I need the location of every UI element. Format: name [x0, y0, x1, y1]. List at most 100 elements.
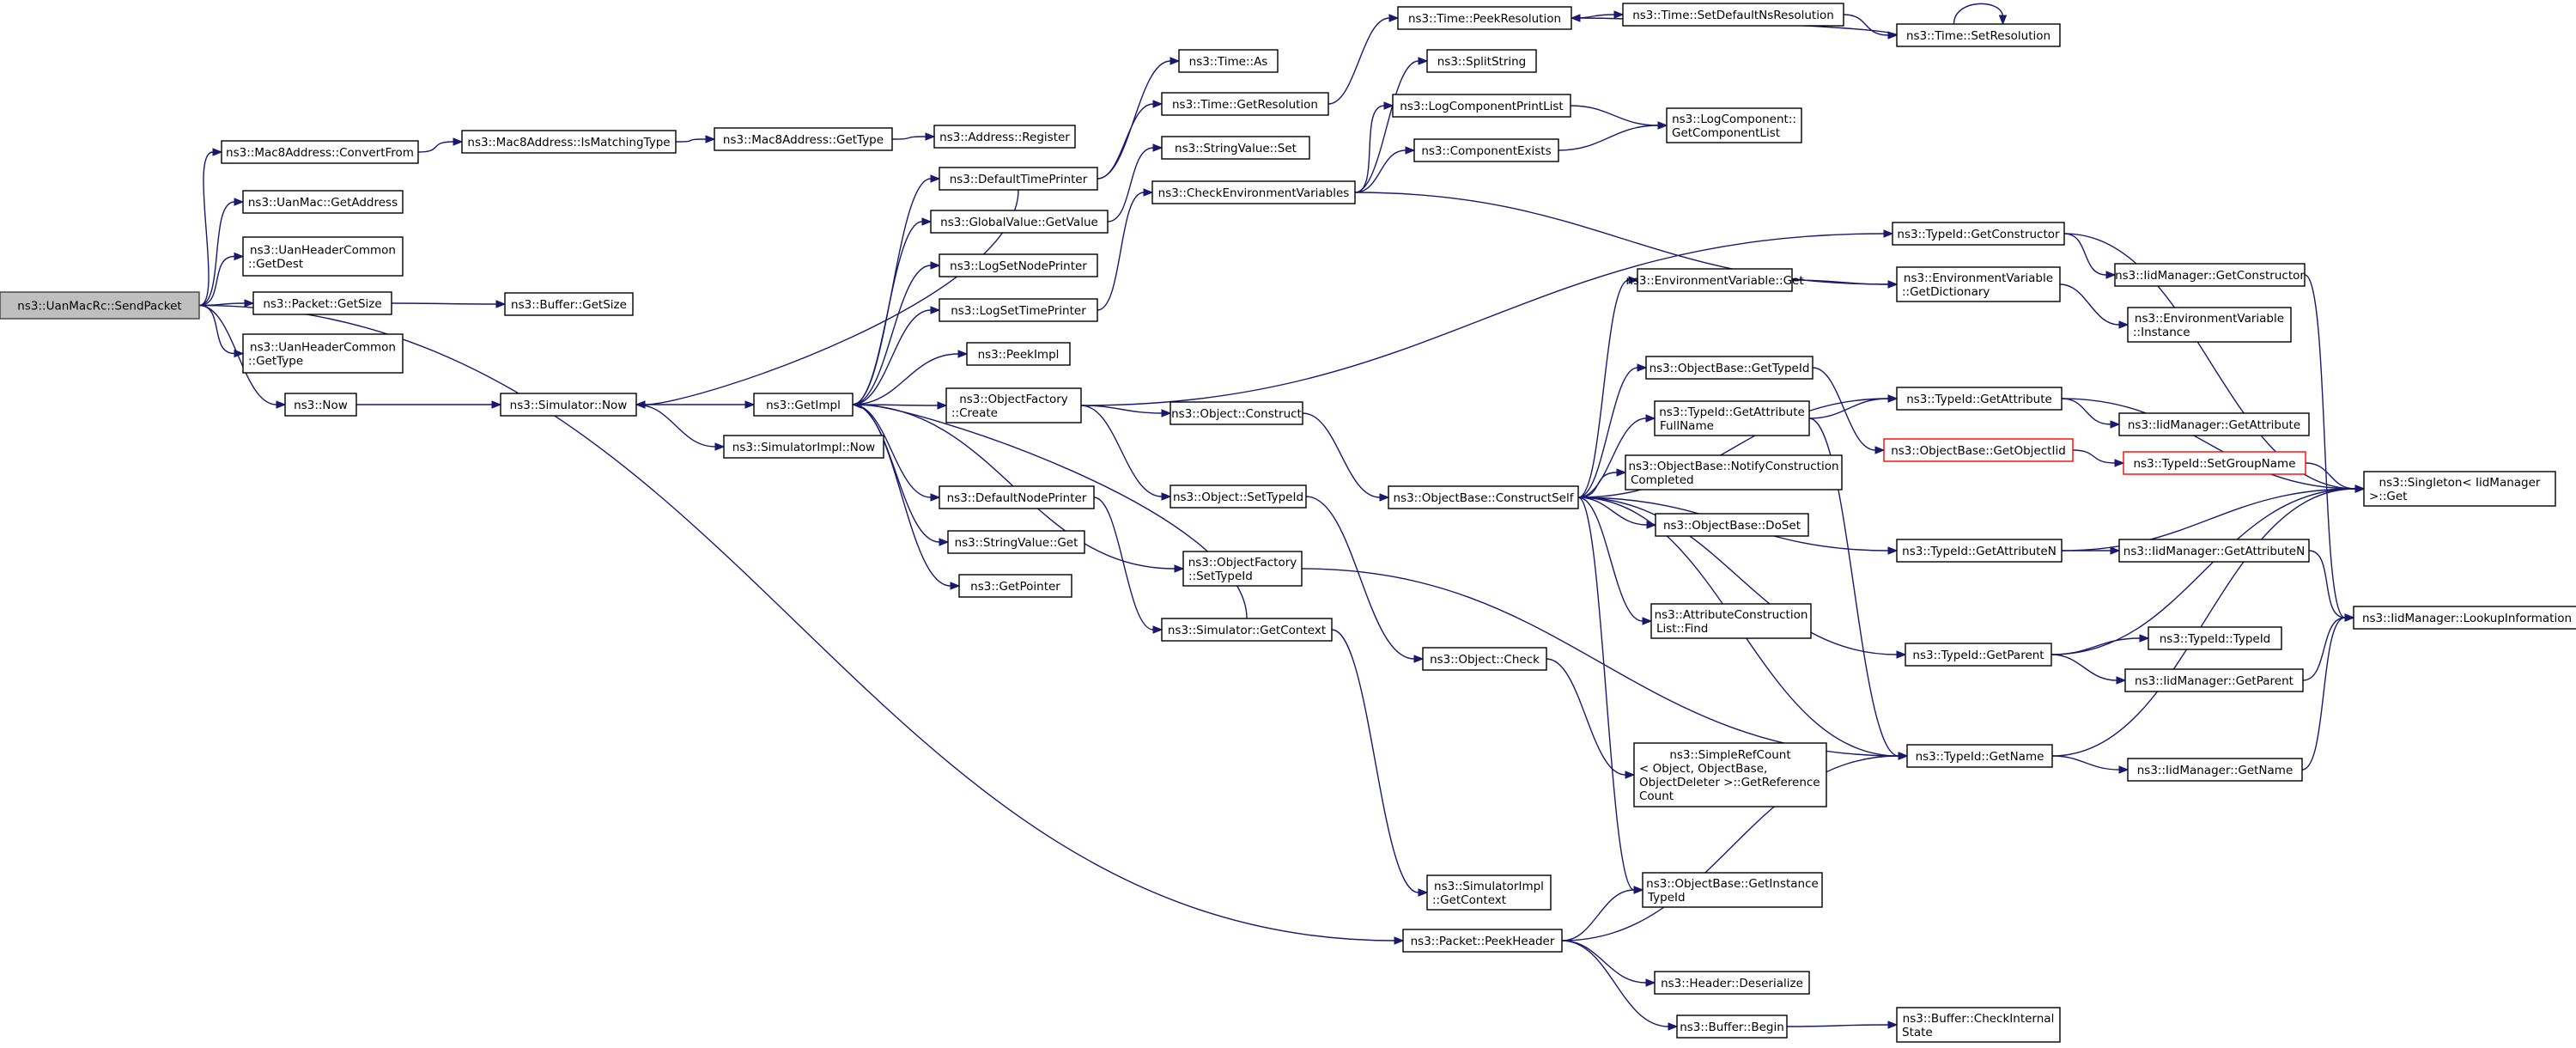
edge-arrowhead: [234, 198, 245, 206]
edge-line: [675, 138, 707, 143]
function-node[interactable]: ns3::Object::Construct: [1170, 401, 1303, 425]
function-node[interactable]: ns3::TypeId::GetName: [1906, 744, 2053, 768]
function-node[interactable]: ns3::Packet::GetSize: [252, 291, 392, 315]
function-node[interactable]: ns3::ObjectBase::DoSet: [1655, 513, 1809, 537]
function-node[interactable]: ns3::ObjectBase::GetTypeId: [1645, 356, 1814, 380]
function-node[interactable]: ns3::EnvironmentVariable::Instance: [2127, 307, 2292, 343]
function-node[interactable]: ns3::LogSetNodePrinter: [939, 253, 1098, 277]
function-node[interactable]: ns3::Time::SetDefaultNsResolution: [1622, 3, 1844, 27]
function-node[interactable]: ns3::IidManager::GetConstructor: [2114, 263, 2306, 287]
edge-arrowhead: [744, 400, 756, 409]
call-edge: [2051, 755, 2129, 774]
node-label: ns3::LogSetNodePrinter: [950, 259, 1087, 273]
function-node[interactable]: ns3::ObjectFactory::Create: [945, 387, 1082, 423]
function-node[interactable]: ns3::Mac8Address::ConvertFrom: [221, 140, 419, 164]
node-label: ns3::IidManager::GetAttributeN: [2123, 545, 2305, 558]
function-node[interactable]: ns3::TypeId::TypeId: [2148, 626, 2282, 650]
function-node[interactable]: ns3::TypeId::GetParent: [1905, 643, 2052, 667]
function-node[interactable]: ns3::Buffer::Begin: [1676, 1014, 1788, 1039]
node-box: [1637, 268, 1793, 292]
function-node[interactable]: ns3::ObjectFactory::SetTypeId: [1182, 551, 1303, 587]
function-node[interactable]: ns3::Simulator::Now: [500, 393, 637, 417]
call-edge: [1354, 101, 1394, 193]
function-node[interactable]: ns3::Time::GetResolution: [1161, 92, 1329, 116]
function-node[interactable]: ns3::Buffer::GetSize: [504, 292, 634, 316]
function-node[interactable]: ns3::CheckEnvironmentVariables: [1151, 180, 1356, 204]
function-node[interactable]: ns3::EnvironmentVariable::GetDictionary: [1896, 266, 2061, 302]
function-node[interactable]: ns3::StringValue::Get: [947, 530, 1085, 554]
call-edge: [2061, 398, 2121, 429]
function-node[interactable]: ns3::StringValue::Set: [1161, 136, 1310, 160]
function-node[interactable]: ns3::IidManager::GetAttribute: [2118, 412, 2310, 436]
function-node[interactable]: ns3::IidManager::GetName: [2127, 758, 2303, 782]
function-node[interactable]: ns3::TypeId::GetConstructor: [1892, 222, 2065, 246]
function-node[interactable]: ns3::GlobalValue::GetValue: [930, 210, 1109, 234]
function-node[interactable]: ns3::Mac8Address::IsMatchingType: [461, 130, 677, 154]
function-node[interactable]: ns3::Time::As: [1178, 49, 1279, 73]
node-label: ns3::LogComponent::: [1672, 113, 1796, 126]
node-box: [2363, 471, 2556, 507]
function-node[interactable]: ns3::ObjectBase::NotifyConstructionCompl…: [1625, 454, 1843, 490]
node-box: [723, 435, 884, 459]
function-node[interactable]: ns3::Object::Check: [1422, 647, 1547, 671]
function-node[interactable]: ns3::TypeId::GetAttributeN: [1896, 539, 2063, 563]
function-node[interactable]: ns3::Time::SetResolution: [1896, 23, 2061, 47]
function-node[interactable]: ns3::SimpleRefCount< Object, ObjectBase,…: [1633, 742, 1827, 807]
edge-line: [2308, 550, 2346, 618]
function-node[interactable]: ns3::Time::PeekResolution: [1397, 6, 1572, 30]
edge-arrowhead: [453, 137, 464, 146]
edge-arrowhead: [1887, 394, 1899, 403]
function-node[interactable]: ns3::LogComponentPrintList: [1392, 94, 1571, 118]
node-box: [1896, 23, 2061, 47]
function-node[interactable]: ns3::Object::SetTypeId: [1170, 484, 1307, 509]
edge-arrowhead: [930, 174, 941, 183]
function-node[interactable]: ns3::Singleton< IidManager >::Get: [2363, 471, 2556, 507]
edge-line: [2051, 488, 2356, 757]
function-node[interactable]: ns3::PeekImpl: [966, 342, 1071, 366]
function-node[interactable]: ns3::IidManager::GetAttributeN: [2118, 539, 2310, 563]
function-node[interactable]: ns3::LogSetTimePrinter: [939, 298, 1098, 322]
function-node[interactable]: ns3::UanMac::GetAddress: [242, 190, 404, 214]
function-node[interactable]: ns3::Now: [284, 393, 357, 417]
function-node[interactable]: ns3::Address::Register: [933, 125, 1076, 149]
edge-line: [1354, 105, 1385, 193]
function-node[interactable]: ns3::Simulator::GetContext: [1161, 618, 1333, 642]
function-node[interactable]: ns3::SplitString: [1426, 49, 1537, 73]
edge-line: [2072, 449, 2116, 464]
call-nodes: ns3::UanMacRc::SendPacket ns3::Mac8Addres…: [0, 3, 2576, 1043]
node-label: ns3::Simulator::Now: [510, 399, 628, 412]
function-node[interactable]: ns3::DefaultTimePrinter: [939, 167, 1098, 191]
function-node[interactable]: ns3::ComponentExists: [1413, 138, 1559, 162]
function-node[interactable]: ns3::TypeId::GetAttribute: [1896, 387, 2063, 411]
call-edge: [1577, 276, 1639, 498]
function-node[interactable]: ns3::EnvironmentVariable::Get: [1625, 268, 1804, 292]
function-node[interactable]: ns3::GetImpl: [753, 393, 854, 417]
function-node[interactable]: ns3::UanHeaderCommon::GetDest: [242, 236, 404, 277]
function-node[interactable]: ns3::ObjectBase::ConstructSelf: [1388, 485, 1579, 509]
edge-line: [2061, 398, 2111, 425]
function-node[interactable]: ns3::UanHeaderCommon::GetType: [242, 333, 404, 374]
function-node[interactable]: ns3::SimulatorImpl::Now: [723, 435, 884, 459]
function-node[interactable]: ns3::ObjectBase::GetObjectIid: [1883, 438, 2074, 462]
function-node[interactable]: ns3::Packet::PeekHeader: [1402, 929, 1563, 953]
function-node[interactable]: ns3::SimulatorImpl::GetContext: [1426, 874, 1552, 911]
edge-arrowhead: [244, 299, 255, 308]
function-node[interactable]: ns3::Mac8Address::GetType: [714, 127, 893, 151]
function-node[interactable]: ns3::TypeId::SetGroupName: [2123, 451, 2306, 475]
function-node[interactable]: ns3::DefaultNodePrinter: [939, 485, 1095, 509]
function-node[interactable]: ns3::IidManager::LookupInformation: [2353, 606, 2576, 630]
node-box: [1676, 1014, 1788, 1039]
node-box: [1622, 3, 1844, 27]
function-node[interactable]: ns3::LogComponent::GetComponentList: [1666, 107, 1802, 143]
edge-arrowhead: [2110, 546, 2121, 555]
root-function-node[interactable]: ns3::UanMacRc::SendPacket: [0, 291, 200, 320]
function-node[interactable]: ns3::IidManager::GetParent: [2124, 668, 2304, 692]
edge-arrowhead: [921, 217, 933, 226]
function-node[interactable]: ns3::GetPointer: [958, 574, 1072, 598]
function-node[interactable]: ns3::Header::Deserialize: [1654, 971, 1810, 995]
